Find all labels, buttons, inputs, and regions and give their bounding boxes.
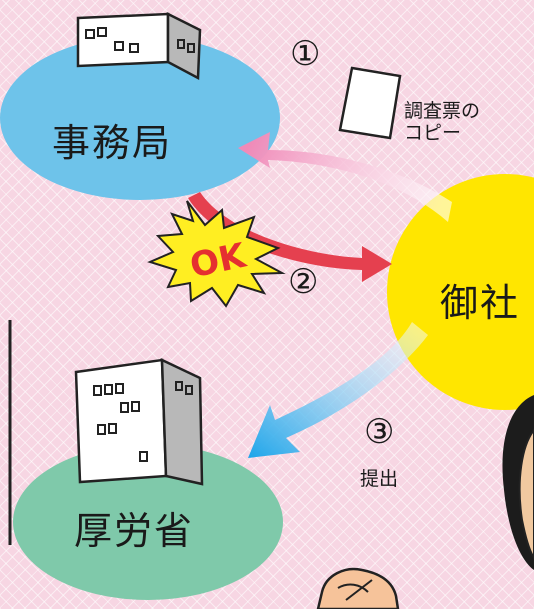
step3-number: ③	[364, 412, 395, 452]
ministry-label: 厚労省	[74, 509, 195, 553]
person-illustration	[502, 395, 534, 570]
fist-illustration	[316, 567, 400, 609]
step1-label: 調査票の コピー	[404, 100, 481, 144]
arrow-step1	[238, 132, 452, 222]
arrow-step2	[188, 192, 392, 282]
company-circle	[387, 174, 534, 410]
document-icon	[338, 66, 402, 140]
ministry-building-icon	[74, 357, 204, 486]
step1-number: ①	[290, 34, 321, 74]
office-ellipse	[0, 36, 280, 200]
ok-starburst	[147, 200, 286, 308]
office-label: 事務局	[52, 121, 173, 165]
step3-label: 提出	[360, 468, 399, 490]
step2-number: ②	[288, 262, 319, 302]
company-label: 御社	[440, 281, 521, 325]
office-building-icon	[76, 11, 202, 81]
arrow-step3	[248, 322, 428, 458]
